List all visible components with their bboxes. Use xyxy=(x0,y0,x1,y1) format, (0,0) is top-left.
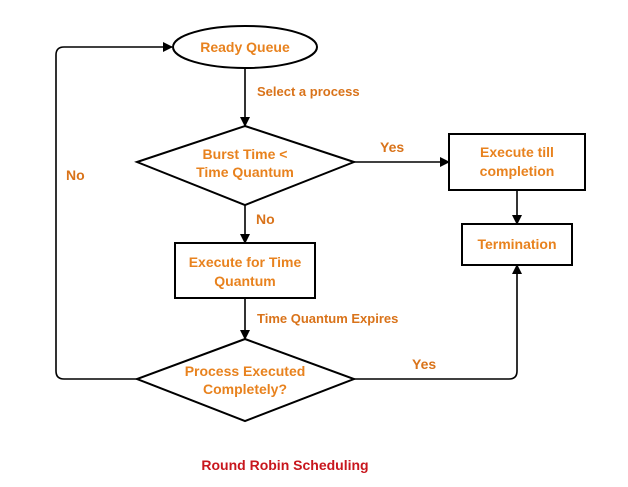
process-executed-label-line2: Completely? xyxy=(203,381,287,397)
burst-time-decision xyxy=(134,124,357,207)
edge-label-burst-yes: Yes xyxy=(380,139,404,155)
edge-label-process-yes: Yes xyxy=(412,356,436,372)
execute-quantum-node xyxy=(174,242,316,299)
edge-label-process-no: No xyxy=(66,167,85,183)
ready-queue-node xyxy=(172,25,318,69)
ready-queue-label: Ready Queue xyxy=(200,39,290,55)
edge-process-to-ready-loop xyxy=(55,42,173,380)
edge-process-to-termination xyxy=(354,264,522,380)
execute-completion-label-line2: completion xyxy=(480,163,555,179)
burst-time-label-line1: Burst Time < xyxy=(203,146,288,162)
termination-label: Termination xyxy=(477,236,556,252)
diagram-caption: Round Robin Scheduling xyxy=(201,457,368,473)
process-executed-label-line1: Process Executed xyxy=(185,363,306,379)
edge-label-quantum-expires: Time Quantum Expires xyxy=(257,311,398,326)
burst-time-label-line2: Time Quantum xyxy=(196,164,294,180)
edge-label-burst-no: No xyxy=(256,211,275,227)
execute-completion-node xyxy=(448,133,586,191)
edge-label-select-process: Select a process xyxy=(257,84,360,99)
execute-quantum-label-line1: Execute for Time xyxy=(189,254,302,270)
process-executed-decision xyxy=(134,337,357,423)
execute-completion-label-line1: Execute till xyxy=(480,144,554,160)
execute-quantum-label-line2: Quantum xyxy=(214,273,275,289)
termination-node xyxy=(461,223,573,266)
